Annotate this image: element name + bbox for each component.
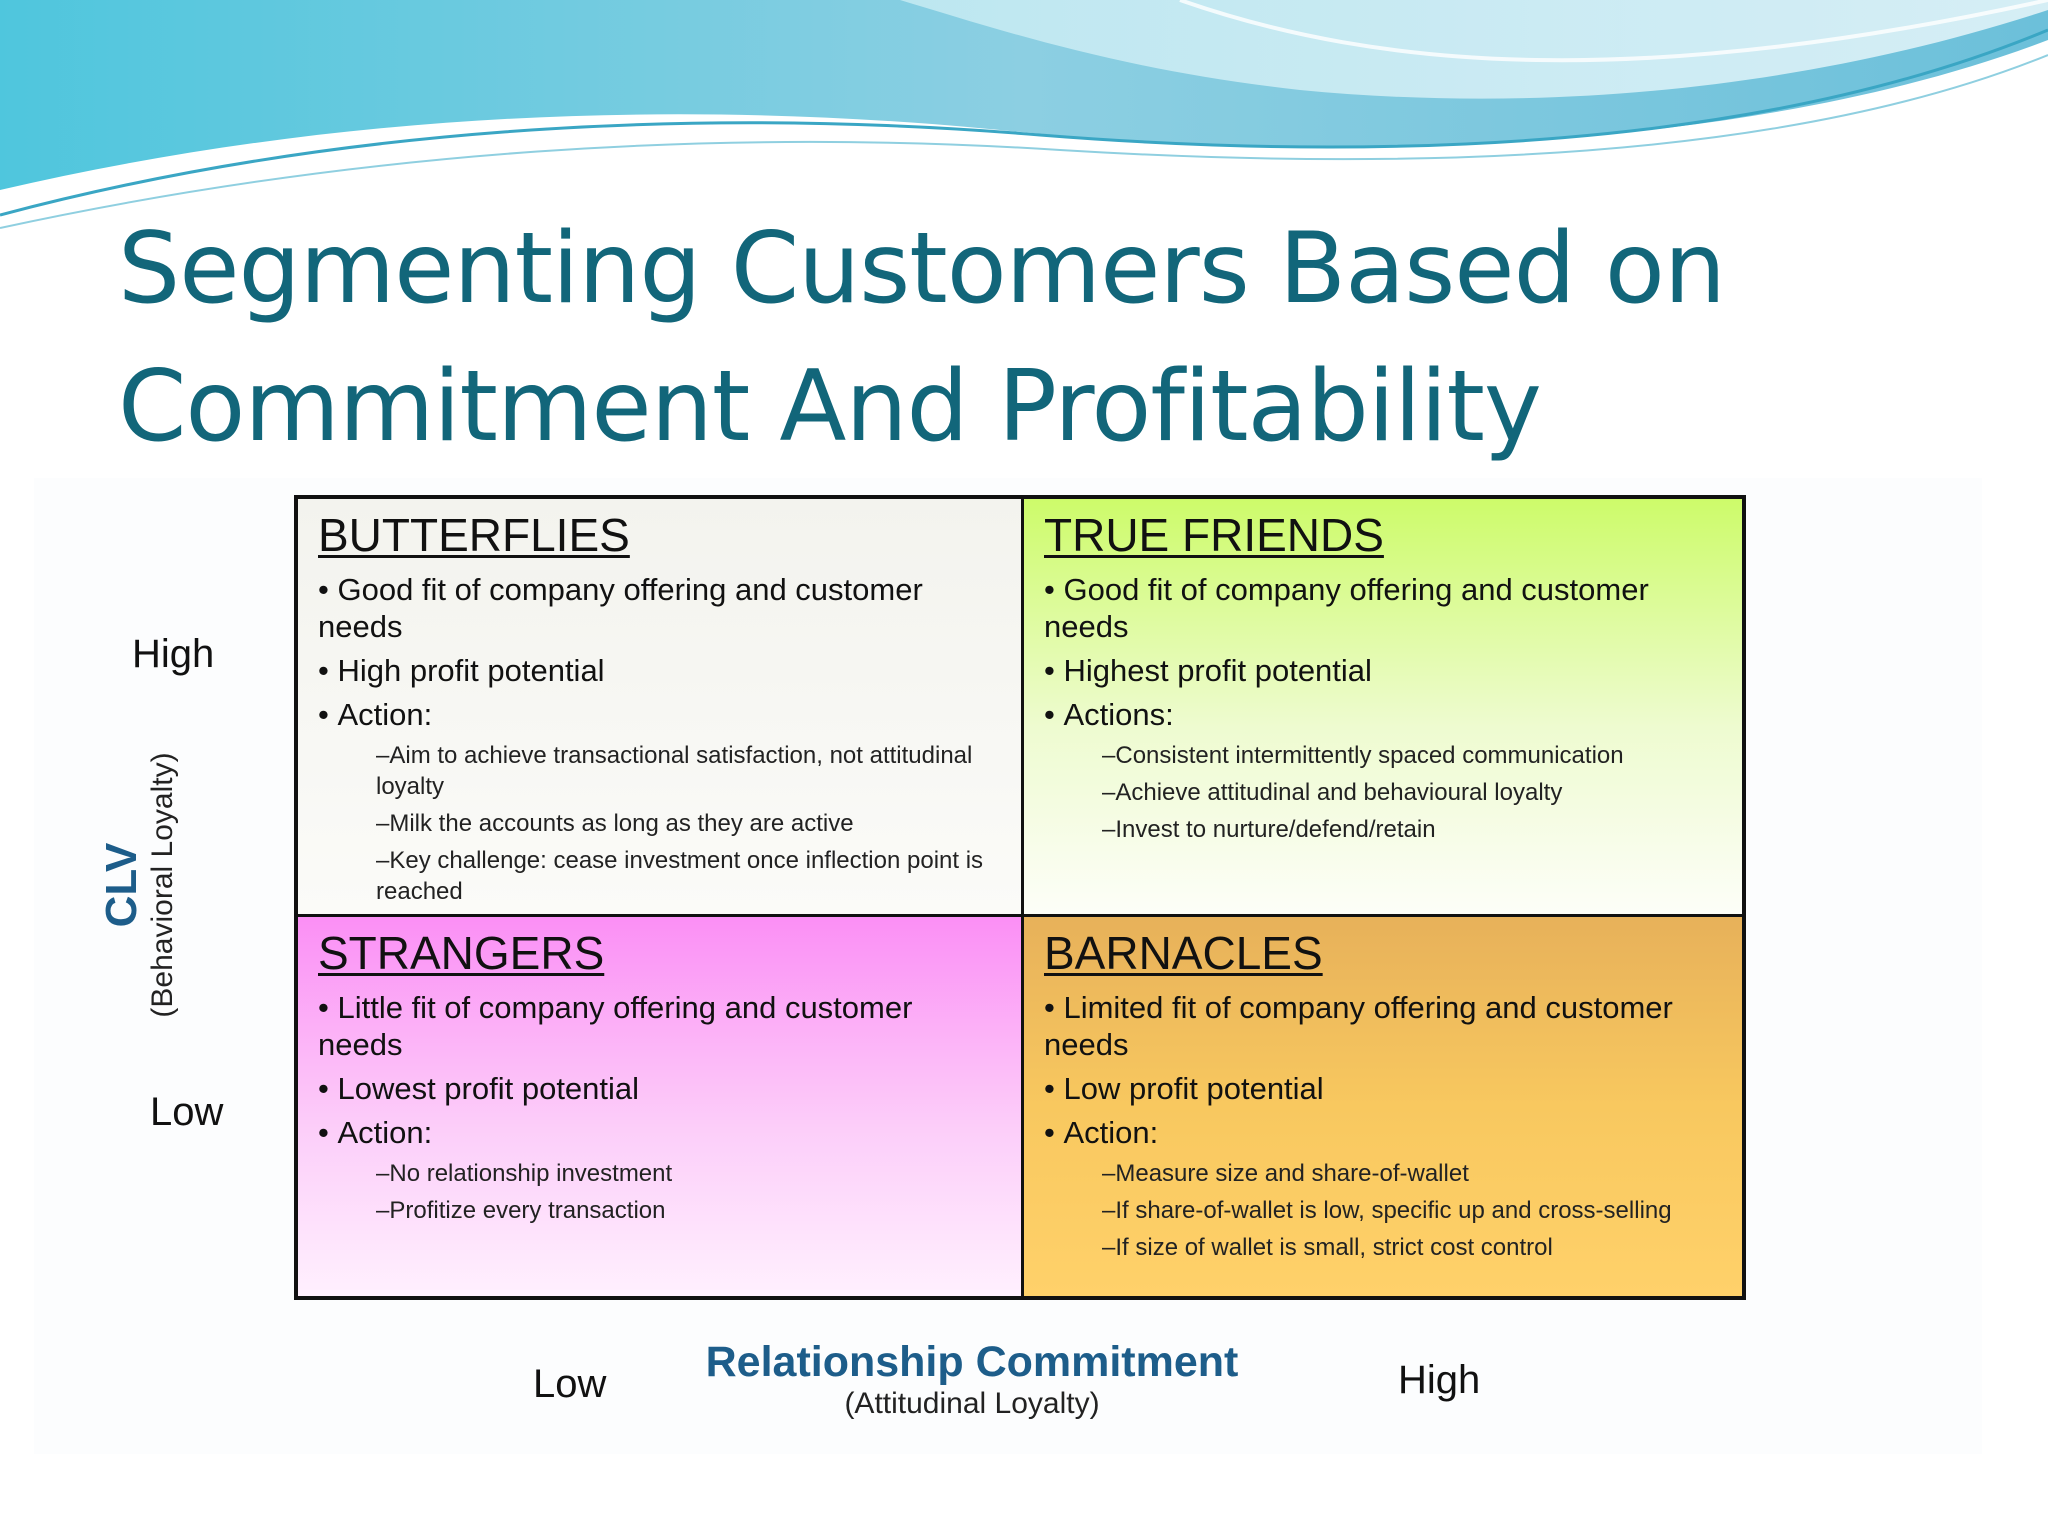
action-list: Aim to achieve transactional satisfactio… xyxy=(318,740,1003,907)
action-item: No relationship investment xyxy=(376,1158,1003,1189)
action-list: Measure size and share-of-wallet If shar… xyxy=(1044,1158,1724,1263)
quadrant-heading: BUTTERFLIES xyxy=(318,509,630,561)
quadrant-true-friends: TRUE FRIENDS Good fit of company offerin… xyxy=(1024,499,1742,917)
decorative-wave-banner xyxy=(0,0,2048,229)
bullet-list: Little fit of company offering and custo… xyxy=(318,989,1003,1151)
bullet-item: Highest profit potential xyxy=(1044,652,1724,689)
bullet-item: Action: xyxy=(318,696,1003,733)
action-item: Profitize every transaction xyxy=(376,1195,1003,1226)
y-axis-high-label: High xyxy=(132,632,215,676)
quadrant-butterflies: BUTTERFLIES Good fit of company offering… xyxy=(298,499,1024,917)
segmentation-matrix: BUTTERFLIES Good fit of company offering… xyxy=(294,495,1746,1300)
bullet-list: Good fit of company offering and custome… xyxy=(318,571,1003,733)
slide-title-line-1: Segmenting Customers Based on xyxy=(118,212,1726,326)
x-axis-low-label: Low xyxy=(533,1362,607,1406)
action-item: If share-of-wallet is low, specific up a… xyxy=(1102,1195,1724,1226)
y-axis-subtitle: (Behavioral Loyalty) xyxy=(146,752,179,1018)
bullet-item: Actions: xyxy=(1044,696,1724,733)
action-item: Key challenge: cease investment once inf… xyxy=(376,845,1003,907)
bullet-item: Action: xyxy=(1044,1114,1724,1151)
action-item: Milk the accounts as long as they are ac… xyxy=(376,808,1003,839)
action-item: If size of wallet is small, strict cost … xyxy=(1102,1232,1724,1263)
action-item: Invest to nurture/defend/retain xyxy=(1102,814,1724,845)
bullet-list: Good fit of company offering and custome… xyxy=(1044,571,1724,733)
quadrant-heading: TRUE FRIENDS xyxy=(1044,509,1384,561)
bullet-item: Lowest profit potential xyxy=(318,1070,1003,1107)
action-list: Consistent intermittently spaced communi… xyxy=(1044,740,1724,845)
quadrant-heading: STRANGERS xyxy=(318,927,605,979)
bullet-list: Limited fit of company offering and cust… xyxy=(1044,989,1724,1151)
slide-title: Segmenting Customers Based on Commitment… xyxy=(118,200,1918,476)
x-axis-subtitle: (Attitudinal Loyalty) xyxy=(844,1387,1100,1420)
y-axis-low-label: Low xyxy=(150,1090,224,1134)
x-axis-title: Relationship Commitment xyxy=(705,1338,1239,1386)
action-list: No relationship investment Profitize eve… xyxy=(318,1158,1003,1226)
x-axis-high-label: High xyxy=(1398,1358,1481,1402)
bullet-item: Little fit of company offering and custo… xyxy=(318,989,1003,1063)
bullet-item: Limited fit of company offering and cust… xyxy=(1044,989,1724,1063)
action-item: Aim to achieve transactional satisfactio… xyxy=(376,740,1003,802)
quadrant-barnacles: BARNACLES Limited fit of company offerin… xyxy=(1024,917,1742,1296)
action-item: Measure size and share-of-wallet xyxy=(1102,1158,1724,1189)
slide-title-line-2: Commitment And Profitability xyxy=(118,350,1542,464)
bullet-item: Good fit of company offering and custome… xyxy=(1044,571,1724,645)
action-item: Consistent intermittently spaced communi… xyxy=(1102,740,1724,771)
quadrant-strangers: STRANGERS Little fit of company offering… xyxy=(298,917,1024,1296)
bullet-item: Action: xyxy=(318,1114,1003,1151)
x-axis: Relationship Commitment (Attitudinal Loy… xyxy=(672,1338,1272,1422)
bullet-item: Good fit of company offering and custome… xyxy=(318,571,1003,645)
action-item: Achieve attitudinal and behavioural loya… xyxy=(1102,777,1724,808)
bullet-item: Low profit potential xyxy=(1044,1070,1724,1107)
bullet-item: High profit potential xyxy=(318,652,1003,689)
y-axis-title: CLV xyxy=(97,842,146,928)
quadrant-heading: BARNACLES xyxy=(1044,927,1323,979)
